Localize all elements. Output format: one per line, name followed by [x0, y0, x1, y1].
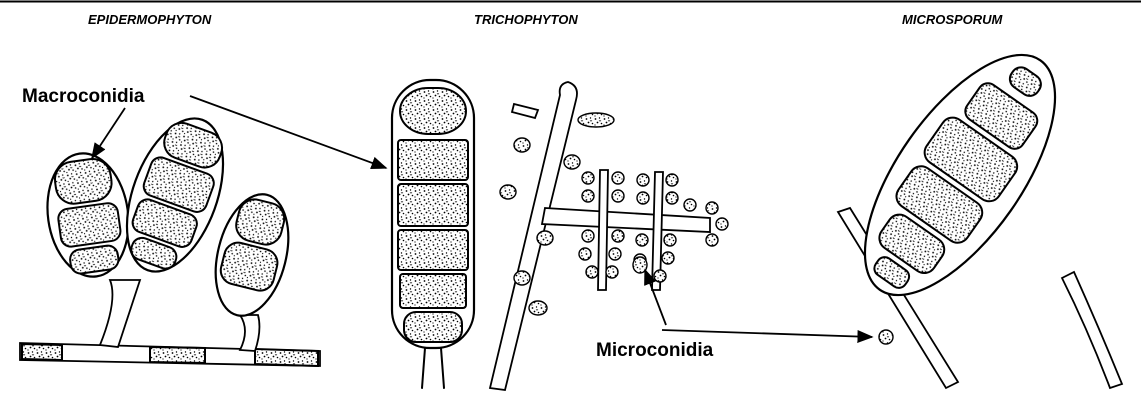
genus-title-epidermophyton: EPIDERMOPHYTON: [88, 12, 212, 27]
trichophyton-conidium-cell: [398, 140, 468, 180]
microsporum-microconidium: [879, 330, 893, 344]
epidermophyton-stalk: [240, 315, 259, 351]
epidermophyton-conidium-cell: [57, 202, 122, 248]
epidermophyton-hypha-segment: [22, 344, 62, 360]
microsporum-conidiophore: [1062, 272, 1122, 388]
trichophyton-conidium-cell: [398, 184, 468, 226]
microsporum-illustration: [829, 25, 1122, 388]
epidermophyton-illustration: [20, 105, 320, 366]
trichophyton-macroconidium: [392, 80, 474, 388]
epidermophyton-stalk: [100, 280, 140, 347]
genus-title-trichophyton: TRICHOPHYTON: [474, 12, 578, 27]
genus-title-microsporum: MICROSPORUM: [902, 12, 1004, 27]
epidermophyton-hypha-segment: [255, 349, 318, 366]
trichophyton-conidium-cell: [404, 312, 462, 342]
trichophyton-conidium-cell: [400, 274, 466, 308]
epidermophyton-hypha-segment: [150, 347, 205, 363]
macroconidia-label: Macroconidia: [22, 86, 145, 107]
trichophyton-conidiophore: [422, 348, 444, 388]
trichophyton-conidium-cell: [400, 88, 466, 134]
macroconidia-arrow-to-epidermophyton: [92, 108, 125, 158]
microconidia-arrow-to-microsporum: [662, 330, 872, 337]
microconidia-label: Microconidia: [596, 340, 714, 361]
trichophyton-conidium-cell: [398, 230, 468, 270]
